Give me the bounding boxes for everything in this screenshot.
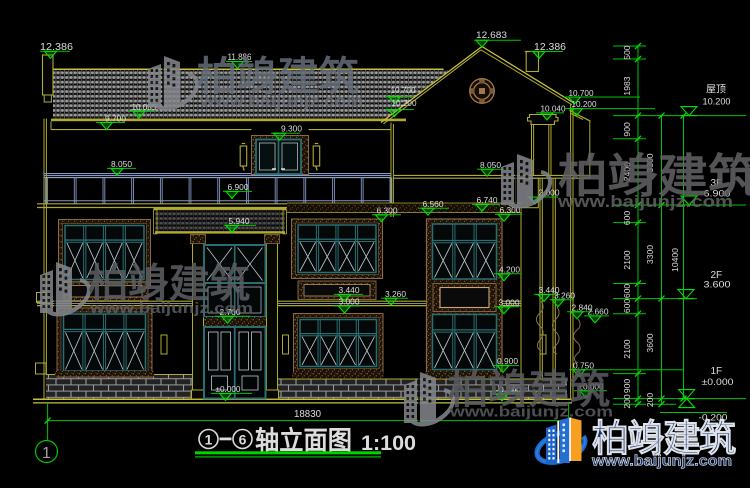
svg-text:10.200: 10.200 xyxy=(392,98,417,108)
svg-text:600: 600 xyxy=(622,284,632,299)
svg-text:600: 600 xyxy=(622,299,632,314)
svg-text:600: 600 xyxy=(622,211,632,226)
svg-text:2100: 2100 xyxy=(622,250,632,269)
svg-text:200: 200 xyxy=(622,394,632,409)
svg-text:12.386: 12.386 xyxy=(534,42,566,53)
svg-text:10400: 10400 xyxy=(670,248,680,272)
svg-text:轴立面图: 轴立面图 xyxy=(255,426,352,456)
svg-text:1: 1 xyxy=(205,432,213,448)
svg-text:6.300: 6.300 xyxy=(377,206,398,216)
svg-text:3.440: 3.440 xyxy=(339,285,360,295)
svg-text:3.440: 3.440 xyxy=(539,285,560,295)
svg-text:3.000: 3.000 xyxy=(499,297,520,307)
svg-text:6.900: 6.900 xyxy=(228,182,249,192)
svg-text:12.683: 12.683 xyxy=(476,30,507,41)
svg-text:柏竧建筑: 柏竧建筑 xyxy=(448,368,610,412)
svg-text:柏竧建筑: 柏竧建筑 xyxy=(592,418,736,459)
svg-text:柏竧建筑: 柏竧建筑 xyxy=(197,55,359,99)
svg-text:3F: 3F xyxy=(711,178,723,189)
svg-text:6.560: 6.560 xyxy=(423,199,444,209)
svg-text:8.050: 8.050 xyxy=(111,159,132,169)
svg-text:6.300: 6.300 xyxy=(500,205,521,215)
svg-text:6: 6 xyxy=(239,432,247,448)
svg-text:3600: 3600 xyxy=(645,333,655,352)
svg-text:2.840: 2.840 xyxy=(572,302,593,312)
svg-text:2.000: 2.000 xyxy=(539,188,560,198)
svg-text:200: 200 xyxy=(645,393,655,408)
svg-text:0.750: 0.750 xyxy=(573,360,594,370)
svg-text:柏竧建筑: 柏竧建筑 xyxy=(558,150,750,202)
svg-text:2.660: 2.660 xyxy=(588,307,609,317)
svg-text:2F: 2F xyxy=(711,270,723,281)
svg-text:10.040: 10.040 xyxy=(541,104,566,114)
svg-text:11.886: 11.886 xyxy=(228,52,252,62)
svg-text:±0.000: ±0.000 xyxy=(702,377,734,388)
svg-text:10.700: 10.700 xyxy=(391,85,416,95)
svg-text:1: 1 xyxy=(42,445,51,462)
svg-text:3.260: 3.260 xyxy=(385,289,406,299)
svg-text:±0.000: ±0.000 xyxy=(216,384,241,394)
svg-text:www.baijunjz.com: www.baijunjz.com xyxy=(449,404,613,421)
svg-text:屋顶: 屋顶 xyxy=(706,84,726,96)
svg-text:10.085: 10.085 xyxy=(132,102,157,112)
svg-text:6.740: 6.740 xyxy=(477,195,498,205)
svg-text:www.baijunjz.com: www.baijunjz.com xyxy=(199,93,363,110)
svg-text:www.baijunjz.com: www.baijunjz.com xyxy=(89,300,253,317)
svg-text:18830: 18830 xyxy=(294,409,321,420)
svg-text:10.700: 10.700 xyxy=(569,88,594,98)
svg-text:1F: 1F xyxy=(711,366,723,377)
svg-text:9.700: 9.700 xyxy=(105,113,126,123)
svg-text:9.300: 9.300 xyxy=(281,123,302,133)
svg-text:2400: 2400 xyxy=(622,162,632,181)
svg-text:1983: 1983 xyxy=(622,76,632,95)
svg-text:0.900: 0.900 xyxy=(497,356,518,366)
svg-text:www.baijunjz.com: www.baijunjz.com xyxy=(557,192,733,211)
svg-text:2.700: 2.700 xyxy=(220,307,241,317)
svg-text:3300: 3300 xyxy=(645,153,655,172)
svg-text:10.200: 10.200 xyxy=(703,97,731,108)
svg-text:900: 900 xyxy=(622,379,632,394)
svg-text:6.900: 6.900 xyxy=(704,188,731,199)
svg-text:3.000: 3.000 xyxy=(339,297,360,307)
svg-text:3.600: 3.600 xyxy=(704,280,731,291)
svg-text:500: 500 xyxy=(622,45,632,60)
svg-text:柏竧建筑: 柏竧建筑 xyxy=(88,262,250,306)
svg-text:±0.000: ±0.000 xyxy=(579,381,604,391)
svg-text:12.386: 12.386 xyxy=(40,42,73,53)
svg-text:900: 900 xyxy=(622,122,632,137)
svg-text:4.200: 4.200 xyxy=(499,264,520,274)
svg-text:www.baijunjz.com: www.baijunjz.com xyxy=(591,454,732,470)
svg-text:1:100: 1:100 xyxy=(361,432,416,455)
svg-text:3.260: 3.260 xyxy=(554,290,575,300)
svg-text:10.200: 10.200 xyxy=(572,99,597,109)
svg-text:5.940: 5.940 xyxy=(229,216,250,226)
svg-text:-0.200: -0.200 xyxy=(699,412,728,423)
svg-text:2100: 2100 xyxy=(622,339,632,358)
svg-text:3300: 3300 xyxy=(645,245,655,264)
svg-text:-0.200: -0.200 xyxy=(496,385,521,395)
svg-text:8.050: 8.050 xyxy=(480,160,501,170)
